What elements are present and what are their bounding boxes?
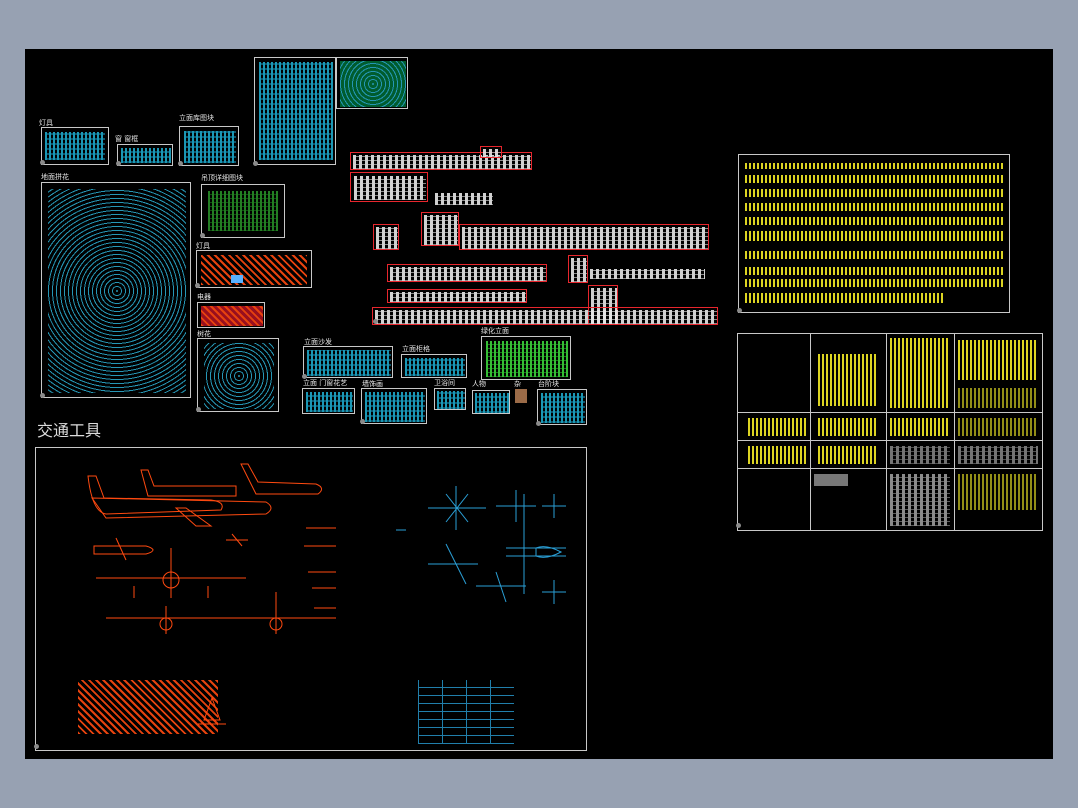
block-elevation-sofa xyxy=(302,346,393,379)
block-elevation-blocks xyxy=(178,126,239,166)
label-stairs: 台阶块 xyxy=(538,380,559,388)
vehicles-cars-top xyxy=(418,680,514,744)
label-green-elevation: 绿化立面 xyxy=(481,327,509,335)
block-floor-patterns xyxy=(40,182,191,398)
sheet-yellow-blocks xyxy=(737,154,1010,313)
block-appliances xyxy=(197,302,265,328)
block-bathroom xyxy=(434,388,466,410)
aircraft-top-views xyxy=(396,486,566,604)
block-lamps-top xyxy=(40,127,109,165)
label-misc: 杂 xyxy=(514,380,521,388)
label-people: 人物 xyxy=(472,380,486,388)
label-lamps-top: 灯具 xyxy=(39,119,53,127)
aircraft-side-views xyxy=(87,463,336,634)
label-wall-deco: 墙饰画 xyxy=(362,380,383,388)
label-lattice: 窗 窗框 xyxy=(115,135,139,143)
vehicles-cars-side xyxy=(78,680,218,734)
block-lattice xyxy=(116,144,173,166)
sheet-grid-blocks xyxy=(736,333,1043,531)
label-bathroom: 卫浴间 xyxy=(434,379,455,387)
block-lights xyxy=(195,250,312,288)
sailboat-icon xyxy=(198,696,226,725)
cad-drawing-canvas[interactable]: 灯具 窗 窗框 立面库图块 地面拼花 吊顶详细图块 灯具 电器 树花 立面沙发 … xyxy=(25,49,1053,759)
label-elevation-blocks: 立面库图块 xyxy=(179,114,214,122)
block-people xyxy=(472,390,510,414)
block-cyan-catalog-a xyxy=(253,57,336,166)
block-shrubs xyxy=(196,338,279,412)
label-elevation-doors: 立面 门窗花艺 xyxy=(303,379,348,387)
block-wall-deco xyxy=(360,388,427,424)
label-elevation-sofa: 立面沙发 xyxy=(304,338,332,346)
block-misc xyxy=(515,389,527,403)
block-ceiling xyxy=(200,184,285,238)
label-floor-patterns: 地面拼花 xyxy=(41,173,69,181)
sheet-vehicles xyxy=(34,447,587,751)
label-elevation-cabinet: 立面柜格 xyxy=(402,345,430,353)
label-shrubs: 树花 xyxy=(197,330,211,338)
block-stairs xyxy=(536,389,587,426)
block-green-elevation xyxy=(481,336,571,380)
block-elevation-cabinet xyxy=(401,354,467,378)
block-cyan-catalog-b xyxy=(336,57,408,109)
label-ceiling-blocks: 吊顶详细图块 xyxy=(201,174,243,182)
block-elevation-doors xyxy=(302,388,355,414)
label-lights: 灯具 xyxy=(196,242,210,250)
vehicles-heading: 交通工具 xyxy=(37,421,102,440)
label-appliances: 电器 xyxy=(197,293,211,301)
